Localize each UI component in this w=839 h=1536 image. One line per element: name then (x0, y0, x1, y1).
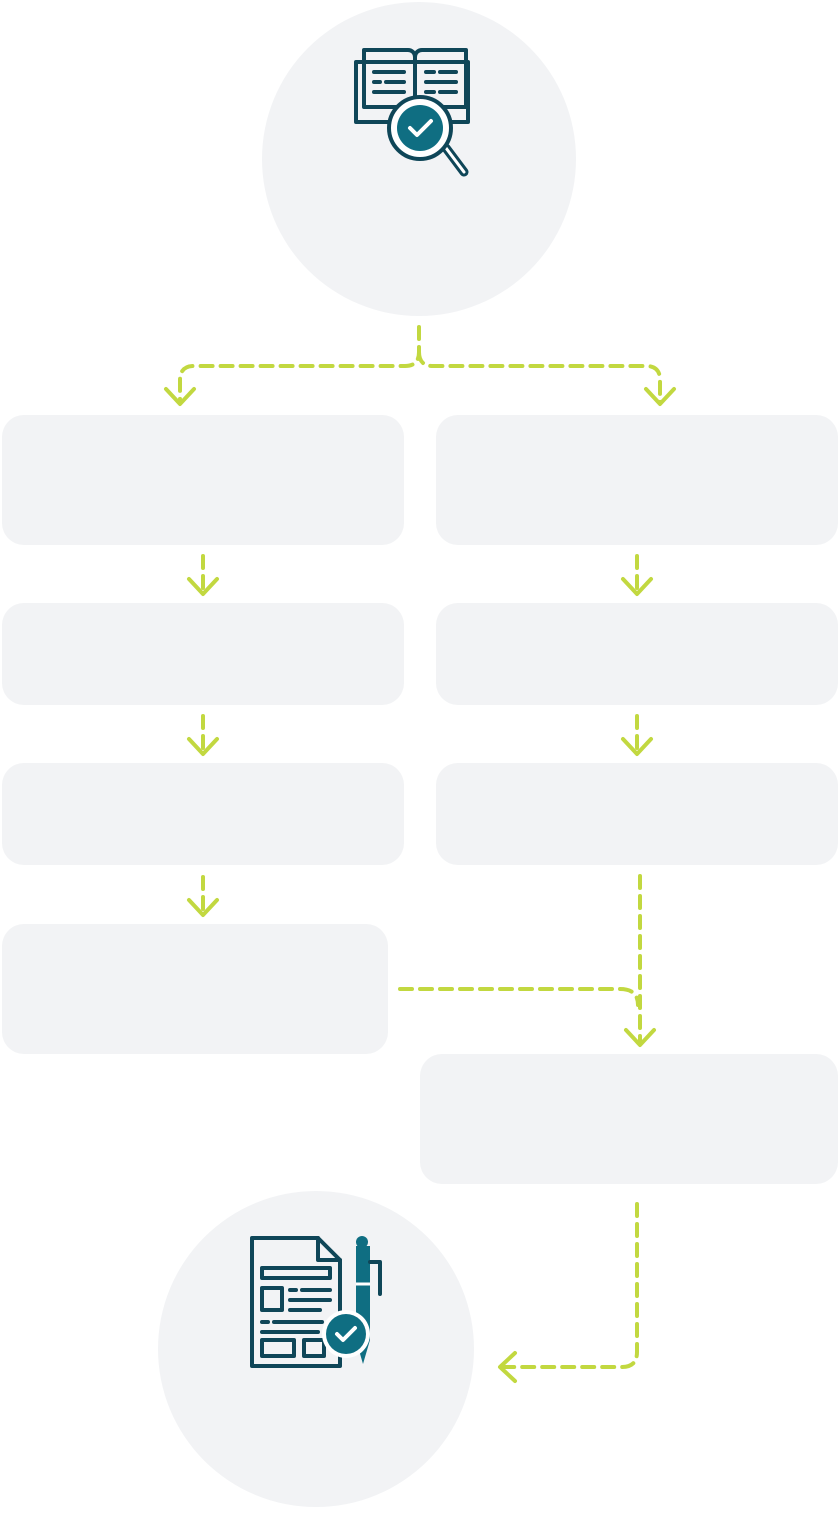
arrowhead-start-left (164, 387, 196, 406)
right-step-box-1 (436, 415, 838, 545)
arrowhead-merge (624, 1028, 656, 1047)
arrowhead-end (498, 1351, 517, 1383)
arrowhead-left-3-4 (187, 898, 219, 917)
connector-start-left (178, 325, 421, 404)
arrowhead-left-1-2 (187, 577, 219, 596)
arrowhead-start-right (644, 387, 676, 406)
connector-merge-end (502, 1202, 639, 1369)
arrowhead-left-2-3 (187, 737, 219, 756)
arrowhead-right-2-3 (621, 737, 653, 756)
left-step-box-3 (2, 763, 404, 865)
connector-start-right (417, 350, 662, 404)
merge-step-box (420, 1054, 838, 1184)
connector-left-4-merge (398, 987, 640, 1007)
left-step-box-4 (2, 924, 388, 1054)
contract-pen-check-icon (248, 1234, 388, 1374)
arrowhead-right-1-2 (621, 577, 653, 596)
right-step-box-2 (436, 603, 838, 705)
book-search-check-icon (350, 44, 480, 184)
left-step-box-2 (2, 603, 404, 705)
left-step-box-1 (2, 415, 404, 545)
right-step-box-3 (436, 763, 838, 865)
